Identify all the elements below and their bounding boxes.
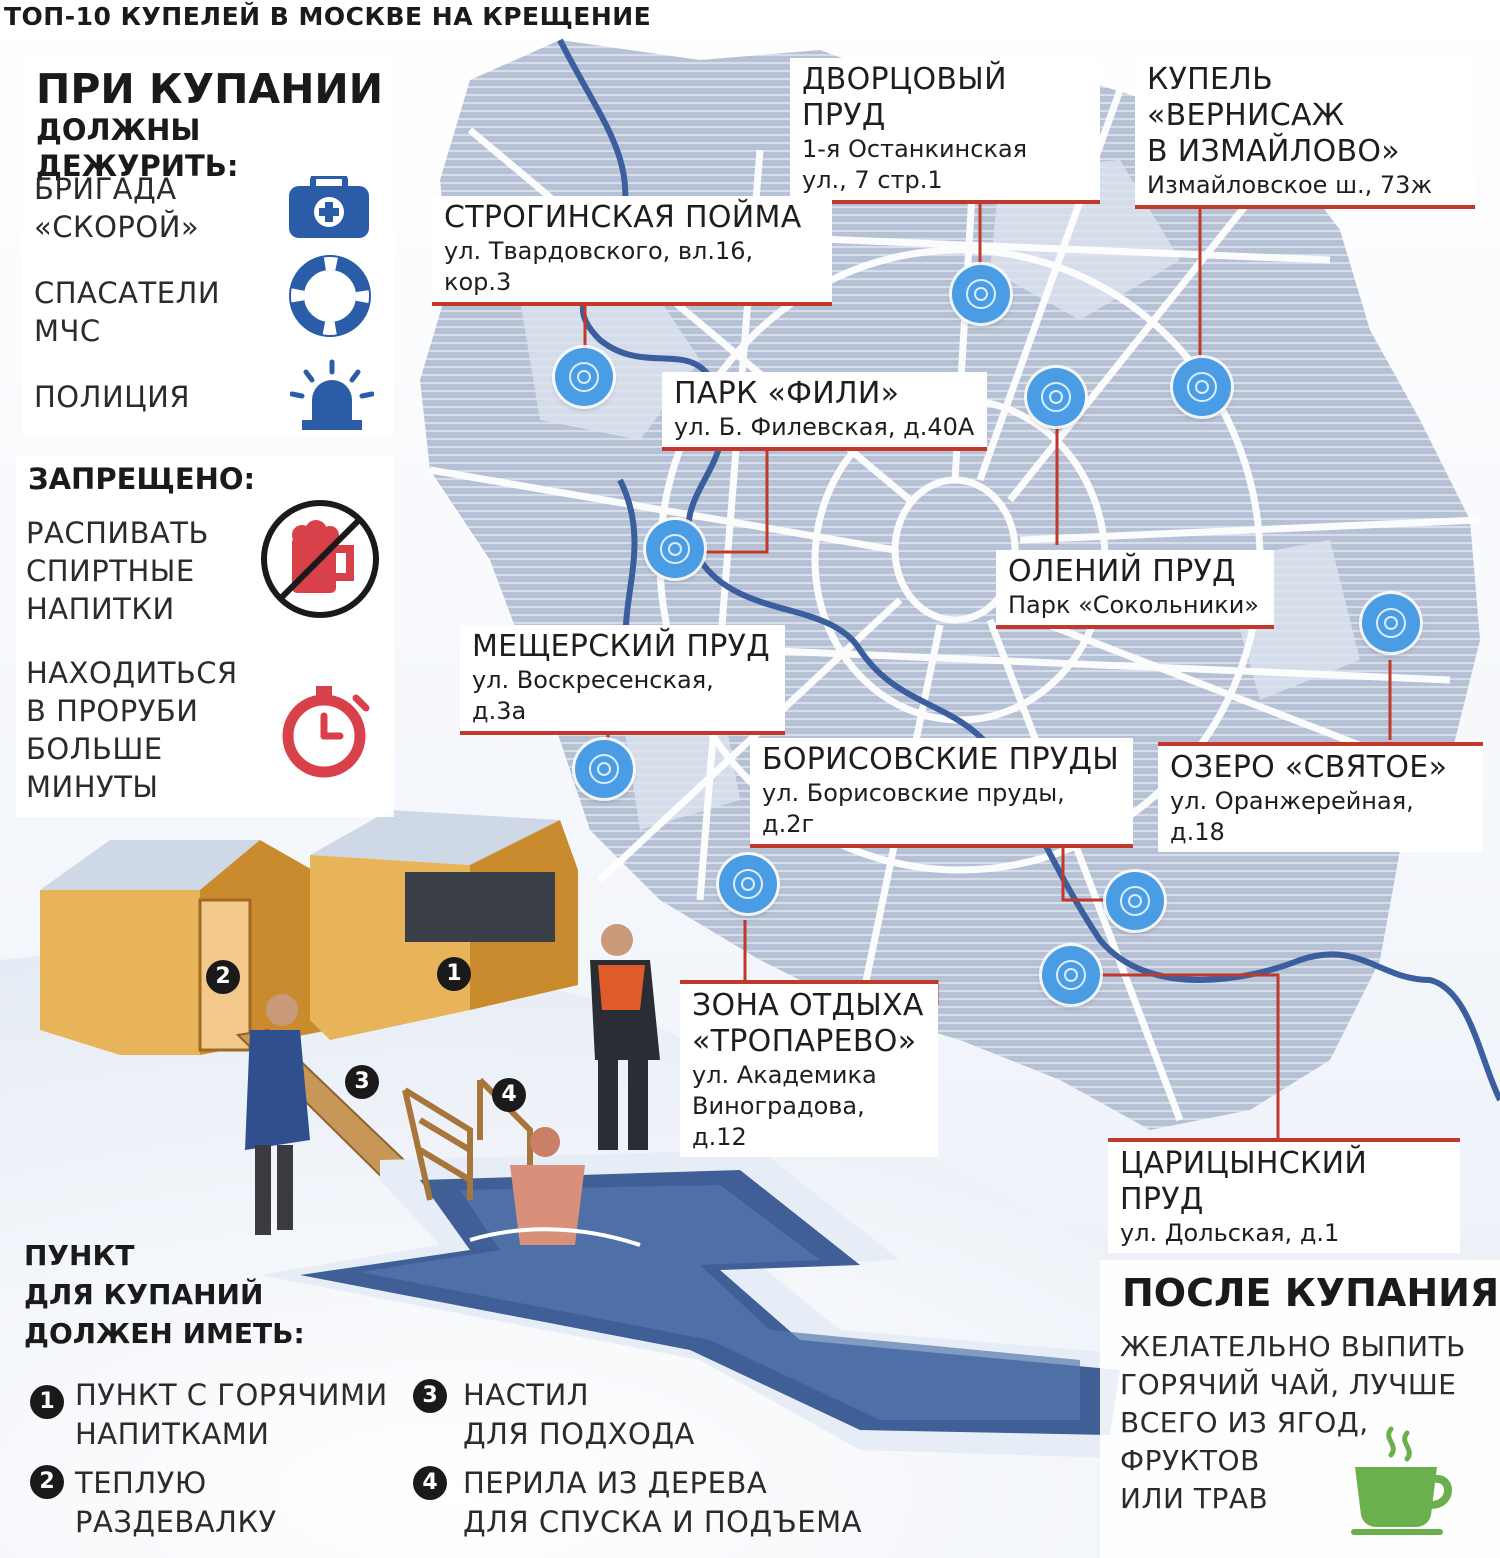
- stopwatch-icon: [282, 686, 370, 778]
- label-ozero-svyatoe[interactable]: ОЗЕРО «СВЯТОЕ» ул. Оранжерейная, д.18: [1158, 742, 1483, 852]
- label-borisovskie-prudy[interactable]: БОРИСОВСКИЕ ПРУДЫ ул. Борисовские пруды,…: [750, 738, 1133, 848]
- illustration-badge-2: 2: [206, 960, 240, 994]
- swimmer-figure: [469, 1127, 641, 1247]
- duty-item-ambulance: БРИГАДА «СКОРОЙ»: [34, 172, 200, 244]
- pin-meshchersky-prud[interactable]: [575, 740, 633, 798]
- location-address: ул. Академика Виноградова, д.12: [692, 1061, 877, 1151]
- requirement-walkway: НАСТИЛ ДЛЯ ПОДХОДА: [463, 1378, 695, 1451]
- pin-park-fili[interactable]: [646, 520, 704, 578]
- location-name: ДВОРЦОВЫЙ ПРУД: [802, 62, 1007, 133]
- pin-borisovskie-prudy[interactable]: [1106, 872, 1164, 930]
- forbidden-item-alcohol: РАСПИВАТЬ СПИРТНЫЕ НАПИТКИ: [26, 516, 209, 626]
- requirement-number-1: 1: [30, 1385, 64, 1419]
- label-meshchersky-prud[interactable]: МЕЩЕРСКИЙ ПРУД ул. Воскресенская, д.3а: [460, 625, 785, 735]
- label-park-fili[interactable]: ПАРК «ФИЛИ» ул. Б. Филевская, д.40А: [662, 372, 987, 451]
- location-name: ПАРК «ФИЛИ»: [674, 376, 900, 411]
- no-alcohol-icon: [261, 500, 379, 618]
- pin-tsaritsynsky-prud[interactable]: [1042, 946, 1100, 1004]
- forbidden-panel: ЗАПРЕЩЕНО: РАСПИВАТЬ СПИРТНЫЕ НАПИТКИ НА…: [16, 455, 394, 817]
- requirements-title: ПУНКТ ДЛЯ КУПАНИЙ ДОЛЖЕН ИМЕТЬ:: [24, 1239, 305, 1350]
- duty-title: ПРИ КУПАНИИ: [36, 65, 384, 113]
- pin-dvortsovy-prud[interactable]: [952, 265, 1010, 323]
- location-address: Измайловское ш., 73ж: [1147, 171, 1433, 199]
- location-address: Парк «Сокольники»: [1008, 591, 1259, 619]
- lifebuoy-icon: [289, 255, 371, 337]
- pin-oleniy-prud[interactable]: [1027, 368, 1085, 426]
- illustration-badge-3: 3: [345, 1065, 379, 1099]
- requirement-number-3: 3: [413, 1379, 447, 1413]
- pin-izmailovo[interactable]: [1173, 358, 1231, 416]
- label-stroginskaya-poima[interactable]: СТРОГИНСКАЯ ПОЙМА ул. Твардовского, вл.1…: [432, 196, 832, 306]
- location-name: БОРИСОВСКИЕ ПРУДЫ: [762, 742, 1119, 777]
- location-name: ОЛЕНИЙ ПРУД: [1008, 554, 1236, 589]
- location-address: ул. Борисовские пруды, д.2г: [762, 779, 1065, 838]
- forbidden-item-time: НАХОДИТЬСЯ В ПРОРУБИ БОЛЬШЕ МИНУТЫ: [26, 656, 238, 804]
- after-bathing-panel: ПОСЛЕ КУПАНИЯ ЖЕЛАТЕЛЬНО ВЫПИТЬ ГОРЯЧИЙ …: [1100, 1260, 1500, 1558]
- location-name: ЦАРИЦЫНСКИЙ ПРУД: [1120, 1146, 1368, 1217]
- illustration-badge-4: 4: [492, 1078, 526, 1112]
- location-name: КУПЕЛЬ «ВЕРНИСАЖ В ИЗМАЙЛОВО»: [1147, 62, 1400, 169]
- illustration-badge-1: 1: [437, 957, 471, 991]
- location-address: ул. Оранжерейная, д.18: [1170, 787, 1414, 846]
- label-izmailovo[interactable]: КУПЕЛЬ «ВЕРНИСАЖ В ИЗМАЙЛОВО» Измайловск…: [1135, 58, 1475, 209]
- duty-item-police: ПОЛИЦИЯ: [34, 380, 190, 414]
- location-address: ул. Твардовского, вл.16, кор.3: [444, 237, 754, 296]
- requirement-changing-room: ТЕПЛУЮ РАЗДЕВАЛКУ: [75, 1466, 277, 1539]
- wooden-handrails: [402, 1077, 533, 1201]
- cabin-hot-drinks: [310, 810, 578, 1040]
- duty-subtitle: ДОЛЖНЫ ДЕЖУРИТЬ:: [36, 113, 239, 183]
- label-dvortsovy-prud[interactable]: ДВОРЦОВЫЙ ПРУД 1-я Останкинская ул., 7 с…: [790, 58, 1100, 204]
- requirement-handrails: ПЕРИЛА ИЗ ДЕРЕВА ДЛЯ СПУСКА И ПОДЪЕМА: [463, 1466, 862, 1539]
- label-oleniy-prud[interactable]: ОЛЕНИЙ ПРУД Парк «Сокольники»: [996, 550, 1274, 629]
- location-address: ул. Дольская, д.1: [1120, 1219, 1340, 1247]
- rescuer-figure: [245, 994, 310, 1235]
- location-address: 1-я Останкинская ул., 7 стр.1: [802, 135, 1028, 194]
- requirement-number-2: 2: [30, 1465, 64, 1499]
- first-aid-kit-icon: [289, 176, 369, 238]
- pin-ozero-svyatoe[interactable]: [1362, 594, 1420, 652]
- page-title: ТОП-10 КУПЕЛЕЙ В МОСКВЕ НА КРЕЩЕНИЕ: [4, 2, 652, 31]
- location-address: ул. Б. Филевская, д.40А: [674, 413, 975, 441]
- cabin-changing-room: [40, 840, 330, 1055]
- leader-lines: [583, 165, 1392, 1140]
- pin-stroginskaya-poima[interactable]: [555, 348, 613, 406]
- requirement-number-4: 4: [413, 1466, 447, 1500]
- police-siren-icon: [290, 359, 374, 430]
- duty-item-rescuers: СПАСАТЕЛИ МЧС: [34, 276, 221, 348]
- location-name: СТРОГИНСКАЯ ПОЙМА: [444, 200, 802, 235]
- hot-tea-cup-icon: [1351, 1426, 1452, 1535]
- after-text: ЖЕЛАТЕЛЬНО ВЫПИТЬ ГОРЯЧИЙ ЧАЙ, ЛУЧШЕ ВСЕ…: [1120, 1330, 1466, 1515]
- duty-panel: ПРИ КУПАНИИ ДОЛЖНЫ ДЕЖУРИТЬ: БРИГАДА «СК…: [22, 58, 394, 436]
- location-name: МЕЩЕРСКИЙ ПРУД: [472, 629, 770, 664]
- lifeguard-figure: [590, 924, 660, 1150]
- after-title: ПОСЛЕ КУПАНИЯ: [1122, 1271, 1500, 1315]
- label-tsaritsynsky-prud[interactable]: ЦАРИЦЫНСКИЙ ПРУД ул. Дольская, д.1: [1108, 1138, 1460, 1253]
- location-name: ЗОНА ОТДЫХА «ТРОПАРЕВО»: [692, 988, 924, 1059]
- location-name: ОЗЕРО «СВЯТОЕ»: [1170, 750, 1448, 785]
- forbidden-title: ЗАПРЕЩЕНО:: [28, 462, 256, 496]
- label-troparevo[interactable]: ЗОНА ОТДЫХА «ТРОПАРЕВО» ул. Академика Ви…: [680, 980, 938, 1157]
- pin-troparevo[interactable]: [719, 855, 777, 913]
- requirement-hot-drinks: ПУНКТ С ГОРЯЧИМИ НАПИТКАМИ: [75, 1378, 388, 1451]
- location-address: ул. Воскресенская, д.3а: [472, 666, 714, 725]
